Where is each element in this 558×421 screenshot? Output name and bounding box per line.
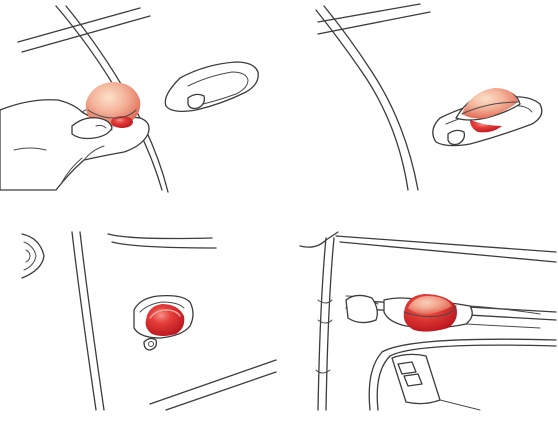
panel-bottom-right <box>300 232 556 410</box>
car-body-outline <box>316 4 430 190</box>
wheel-arch-lines <box>22 234 44 278</box>
protector-interior <box>404 294 457 332</box>
panel-bottom-left <box>22 232 276 410</box>
window-switch-panel <box>392 354 480 410</box>
panel-top-left <box>0 6 258 192</box>
panel-top-right <box>316 4 542 190</box>
door-handle <box>165 62 258 111</box>
